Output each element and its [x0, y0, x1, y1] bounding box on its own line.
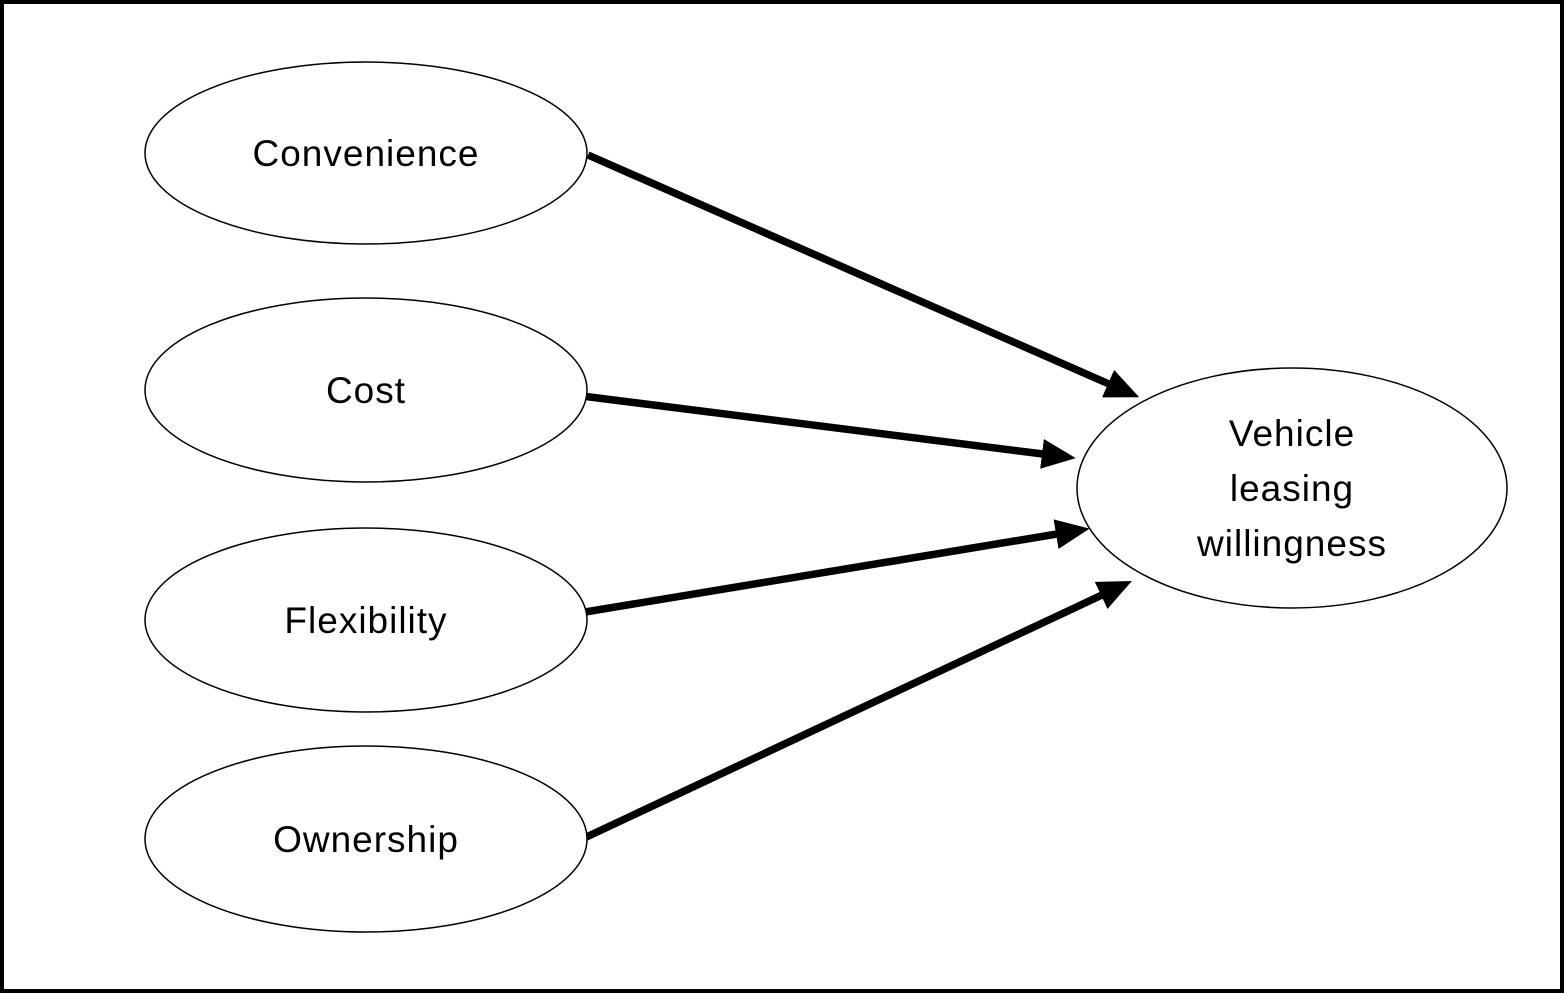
node-convenience-ellipse — [144, 61, 588, 245]
node-ownership-ellipse — [144, 745, 588, 933]
edge-cost-to-willingness — [581, 392, 1076, 469]
edge-ownership-to-willingness — [578, 580, 1132, 844]
node-cost-ellipse — [144, 297, 588, 483]
edge-flexibility-to-willingness — [578, 519, 1090, 617]
node-vehicle-leasing-willingness-ellipse — [1076, 367, 1508, 609]
diagram-canvas — [144, 61, 1508, 933]
node-flexibility-ellipse — [144, 527, 588, 713]
edge-convenience-to-willingness — [586, 151, 1140, 398]
